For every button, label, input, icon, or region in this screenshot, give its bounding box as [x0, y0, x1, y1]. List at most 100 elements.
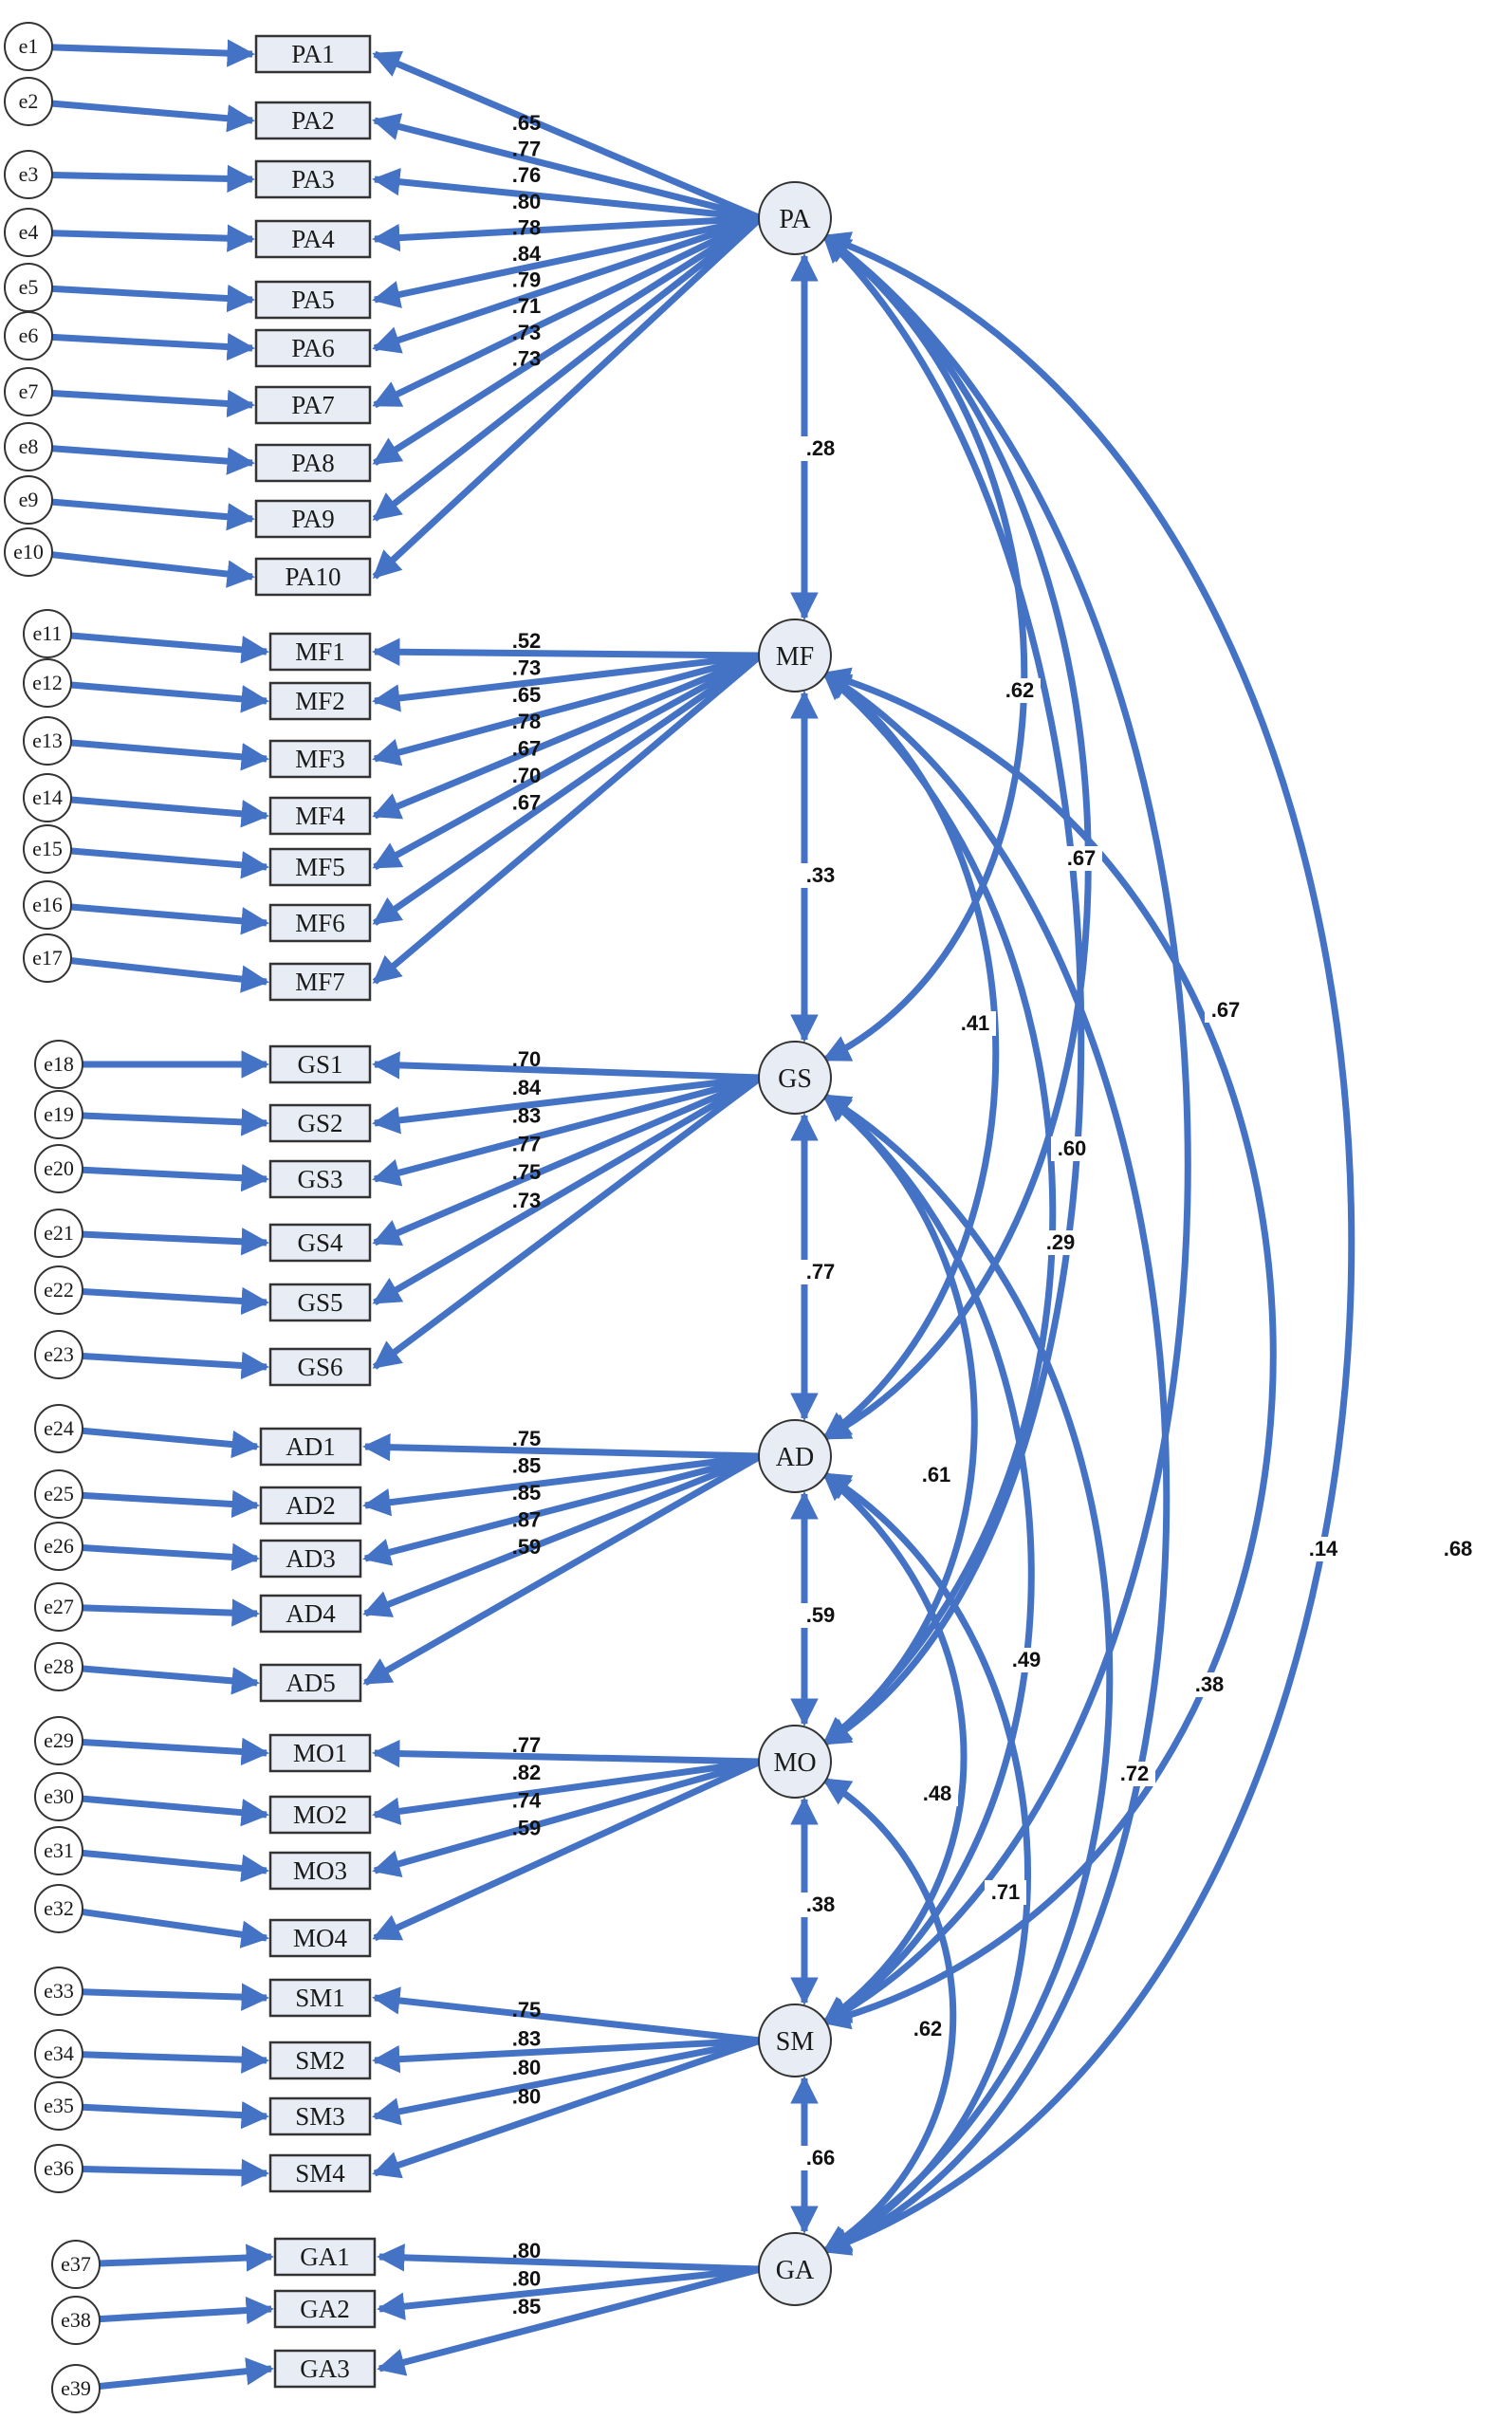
loading-coefficient-mf6: .70 — [512, 764, 542, 787]
error-label: e2 — [19, 89, 39, 113]
loading-path-mf6 — [372, 653, 763, 926]
indicator-label: PA8 — [291, 449, 335, 477]
error-circle — [34, 2081, 83, 2131]
indicator-box — [259, 1539, 362, 1579]
indicator-box — [254, 34, 372, 74]
loading-coefficient-pa10: .73 — [512, 346, 542, 370]
error-label: e32 — [44, 1896, 74, 1920]
indicator-box — [268, 1978, 372, 2018]
error-label: e12 — [32, 671, 63, 694]
error-path-e33 — [82, 1983, 269, 2011]
indicator-label: SM4 — [295, 2159, 345, 2188]
loading-coefficient-pa6: .84 — [512, 242, 542, 266]
error-circle — [23, 658, 72, 708]
error-label: e6 — [19, 323, 39, 347]
indicator-label: GS2 — [297, 1109, 342, 1137]
loading-path-ad3 — [362, 1452, 762, 1566]
coefficient-backdrop — [800, 1893, 841, 1917]
coefficient-layer: .65.77.76.80.78.84.79.71.73.73.52.73.65.… — [512, 111, 1479, 2318]
error-path-e22 — [82, 1286, 269, 1316]
error-term-e4: e4 — [4, 208, 53, 257]
error-path-e38 — [99, 2296, 274, 2325]
error-path-e24 — [82, 1427, 260, 1459]
indicator-box — [268, 847, 372, 887]
indicator-label: GA1 — [300, 2243, 350, 2271]
indicator-box — [254, 101, 372, 140]
indicator-pa9: PA9 — [254, 499, 372, 539]
error-path-e23 — [82, 1351, 269, 1380]
error-label: e38 — [61, 2308, 91, 2332]
coefficient-backdrop — [916, 1782, 958, 1806]
error-term-e12: e12 — [23, 658, 72, 708]
indicator-box — [268, 739, 372, 779]
indicator-box — [254, 219, 372, 259]
indicator-label: AD3 — [286, 1544, 336, 1573]
loading-coefficient-mf2: .73 — [512, 656, 542, 679]
correlation-path-pa-mo — [821, 233, 1085, 1746]
loading-path-gs1 — [372, 1051, 762, 1081]
error-circle — [23, 824, 72, 874]
latent-gs: GS — [758, 1041, 832, 1115]
error-path-e8 — [51, 445, 255, 475]
error-term-e30: e30 — [34, 1772, 83, 1821]
indicator-label: PA2 — [291, 106, 335, 135]
error-path-e16 — [70, 903, 269, 935]
correlation-path-pa-gs — [821, 233, 1028, 1063]
latent-label: GS — [778, 1064, 812, 1094]
indicator-ga3: GA3 — [273, 2349, 377, 2389]
error-path-e10 — [51, 551, 255, 588]
correlation-coefficient-mf-ad: .41 — [961, 1011, 990, 1035]
loading-path-ad4 — [362, 1452, 763, 1617]
error-circle — [4, 150, 53, 199]
error-path-e12 — [70, 681, 269, 713]
latent-circle — [758, 1419, 832, 1493]
coefficient-backdrop — [1005, 1648, 1047, 1672]
correlation-coefficient-gs-mo: .61 — [922, 1463, 951, 1486]
loading-coefficient-sm2: .83 — [512, 2027, 542, 2051]
loading-coefficient-mf1: .52 — [512, 629, 542, 653]
loading-coefficient-pa1: .65 — [512, 111, 542, 135]
error-term-e35: e35 — [34, 2081, 83, 2131]
error-circle — [4, 208, 53, 257]
error-label: e25 — [44, 1482, 74, 1505]
indicator-pa6: PA6 — [254, 328, 372, 368]
loading-path-pa9 — [372, 215, 764, 522]
indicator-box — [254, 385, 372, 425]
correlation-path-gs-mo — [821, 1093, 978, 1746]
loading-coefficient-mf4: .78 — [512, 710, 542, 733]
indicator-ad5: AD5 — [259, 1663, 362, 1703]
error-term-e37: e37 — [51, 2240, 101, 2289]
correlation-coefficient-sm-ga: .66 — [806, 2146, 836, 2170]
error-path-e36 — [82, 2158, 269, 2188]
indicator-pa8: PA8 — [254, 443, 372, 483]
indicator-gs1: GS1 — [268, 1044, 372, 1084]
error-circle — [23, 773, 72, 822]
loading-path-pa10 — [372, 215, 764, 580]
indicator-box — [259, 1663, 362, 1703]
indicator-label: MO1 — [293, 1739, 347, 1767]
error-path-e27 — [82, 1598, 260, 1627]
loading-path-pa7 — [372, 214, 763, 409]
indicator-mf6: MF6 — [268, 903, 372, 943]
coefficient-backdrop — [954, 1011, 996, 1036]
loading-coefficient-pa4: .80 — [512, 190, 542, 213]
error-term-e18: e18 — [34, 1040, 83, 1089]
indicator-label: SM1 — [295, 1984, 345, 2012]
loading-coefficient-sm3: .80 — [512, 2056, 542, 2079]
error-circle — [34, 1642, 83, 1691]
error-circle — [34, 1772, 83, 1821]
coefficient-backdrop — [1189, 1672, 1230, 1697]
correlation-coefficient-pa-ga: .68 — [1444, 1537, 1473, 1560]
indicator-box — [254, 328, 372, 368]
coefficient-backdrop — [1051, 1136, 1093, 1161]
indicator-label: PA7 — [291, 391, 335, 419]
error-label: e36 — [44, 2156, 74, 2180]
indicator-ga2: GA2 — [273, 2289, 377, 2329]
latent-sm: SM — [758, 2004, 832, 2077]
error-term-e17: e17 — [23, 933, 72, 983]
error-circle — [34, 1884, 83, 1933]
error-circle — [4, 311, 53, 360]
indicator-ad3: AD3 — [259, 1539, 362, 1579]
error-path-e4 — [51, 224, 255, 252]
error-term-e23: e23 — [34, 1330, 83, 1379]
